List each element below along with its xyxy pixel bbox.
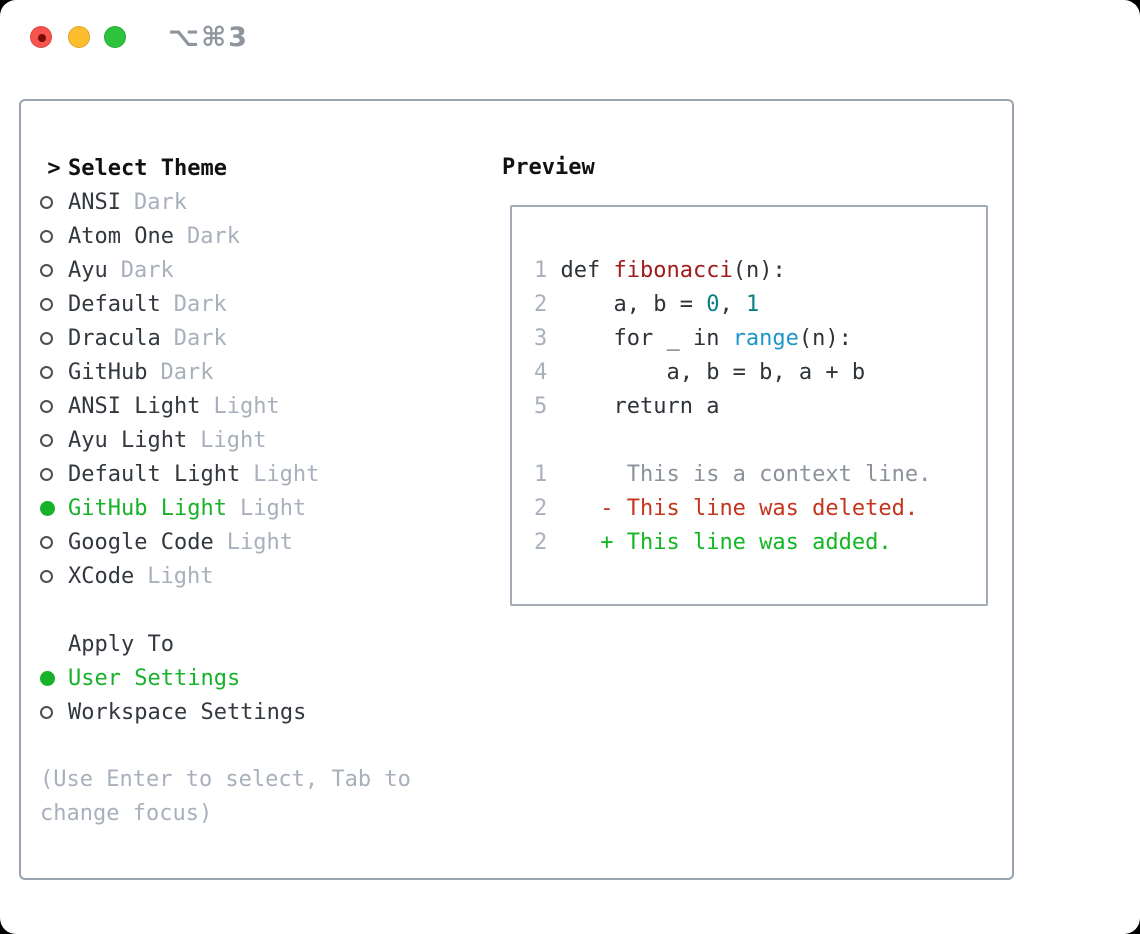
radio-icon (40, 332, 53, 345)
radio-selected-icon (40, 501, 55, 516)
theme-option-ayu[interactable]: Ayu Dark (40, 253, 490, 287)
apply-option-workspace-settings[interactable]: Workspace Settings (40, 695, 490, 729)
option-label: Ayu Light (68, 427, 188, 453)
option-label: ANSI Light (68, 393, 201, 419)
option-label: XCode (68, 563, 135, 589)
code-line: 3 for _ in range(n): (534, 326, 852, 351)
radio-icon (40, 570, 53, 583)
theme-option-xcode[interactable]: XCode Light (40, 559, 490, 593)
close-button[interactable] (30, 26, 52, 48)
spacer (40, 729, 490, 763)
code-line: 5 return a (534, 394, 720, 419)
minimize-button[interactable] (68, 26, 90, 48)
theme-variant-tag: Light (253, 461, 320, 487)
preview-code: 1 def fibonacci(n): 2 a, b = 0, 1 3 for _ … (534, 254, 978, 560)
theme-option-google-code[interactable]: Google Code Light (40, 525, 490, 559)
code-line: 4 a, b = b, a + b (534, 360, 866, 385)
theme-option-atom-one[interactable]: Atom One Dark (40, 219, 490, 253)
apply-to-header: Apply To (40, 627, 490, 661)
apply-option-user-settings[interactable]: User Settings (40, 661, 490, 695)
theme-variant-tag: Dark (173, 291, 227, 317)
theme-variant-tag: Dark (173, 325, 227, 351)
option-label: User Settings (68, 665, 241, 691)
radio-icon (40, 196, 53, 209)
radio-icon (40, 400, 53, 413)
theme-option-ayu-light[interactable]: Ayu Light Light (40, 423, 490, 457)
radio-icon (40, 434, 53, 447)
option-label: Default (68, 291, 161, 317)
theme-variant-tag: Light (147, 563, 214, 589)
spacer (40, 593, 490, 627)
option-label: Ayu (68, 257, 108, 283)
selection-arrow-icon: > (47, 155, 61, 181)
theme-option-default-light[interactable]: Default Light Light (40, 457, 490, 491)
theme-option-ansi[interactable]: ANSI Dark (40, 185, 490, 219)
theme-option-default[interactable]: Default Dark (40, 287, 490, 321)
theme-variant-tag: Light (226, 529, 293, 555)
option-label: Workspace Settings (68, 699, 307, 725)
code-line: 2 - This line was deleted. (534, 496, 919, 521)
theme-variant-tag: Light (200, 427, 267, 453)
theme-option-github-light[interactable]: GitHub Light Light (40, 491, 490, 525)
radio-icon (40, 468, 53, 481)
code-line: 1 def fibonacci(n): (534, 258, 786, 283)
option-label: GitHub Light (68, 495, 227, 521)
option-label: Default Light (68, 461, 241, 487)
radio-icon (40, 298, 53, 311)
option-label: Dracula (68, 325, 161, 351)
code-line (534, 424, 978, 458)
theme-variant-tag: Dark (186, 223, 240, 249)
theme-variant-tag: Dark (133, 189, 187, 215)
radio-icon (40, 230, 53, 243)
theme-menu-header: > Select Theme (40, 151, 490, 185)
option-label: ANSI (68, 189, 121, 215)
option-label: Google Code (68, 529, 214, 555)
option-label: GitHub (68, 359, 148, 385)
code-line: 1 This is a context line. (534, 462, 932, 487)
theme-variant-tag: Light (239, 495, 307, 521)
hint-text: change focus) (40, 801, 213, 826)
theme-variant-tag: Dark (160, 359, 214, 385)
code-line: 2 a, b = 0, 1 (534, 292, 760, 317)
theme-option-github[interactable]: GitHub Dark (40, 355, 490, 389)
radio-icon (40, 264, 53, 277)
radio-selected-icon (40, 671, 55, 686)
code-line: 2 + This line was added. (534, 530, 892, 555)
zoom-button[interactable] (104, 26, 126, 48)
theme-menu-title: Select Theme (68, 155, 227, 181)
titlebar: ⌥⌘3 (0, 0, 1140, 75)
option-label: Atom One (68, 223, 174, 249)
radio-icon (40, 536, 53, 549)
window-title: ⌥⌘3 (168, 22, 249, 53)
radio-icon (40, 706, 53, 719)
theme-option-dracula[interactable]: Dracula Dark (40, 321, 490, 355)
apply-to-title: Apply To (68, 631, 174, 657)
theme-option-ansi-light[interactable]: ANSI Light Light (40, 389, 490, 423)
hint-text: (Use Enter to select, Tab to (40, 767, 411, 792)
theme-variant-tag: Light (213, 393, 280, 419)
preview-title: Preview (502, 155, 595, 180)
theme-variant-tag: Dark (120, 257, 174, 283)
preview-box: 1 def fibonacci(n): 2 a, b = 0, 1 3 for _ … (510, 205, 988, 606)
radio-icon (40, 366, 53, 379)
